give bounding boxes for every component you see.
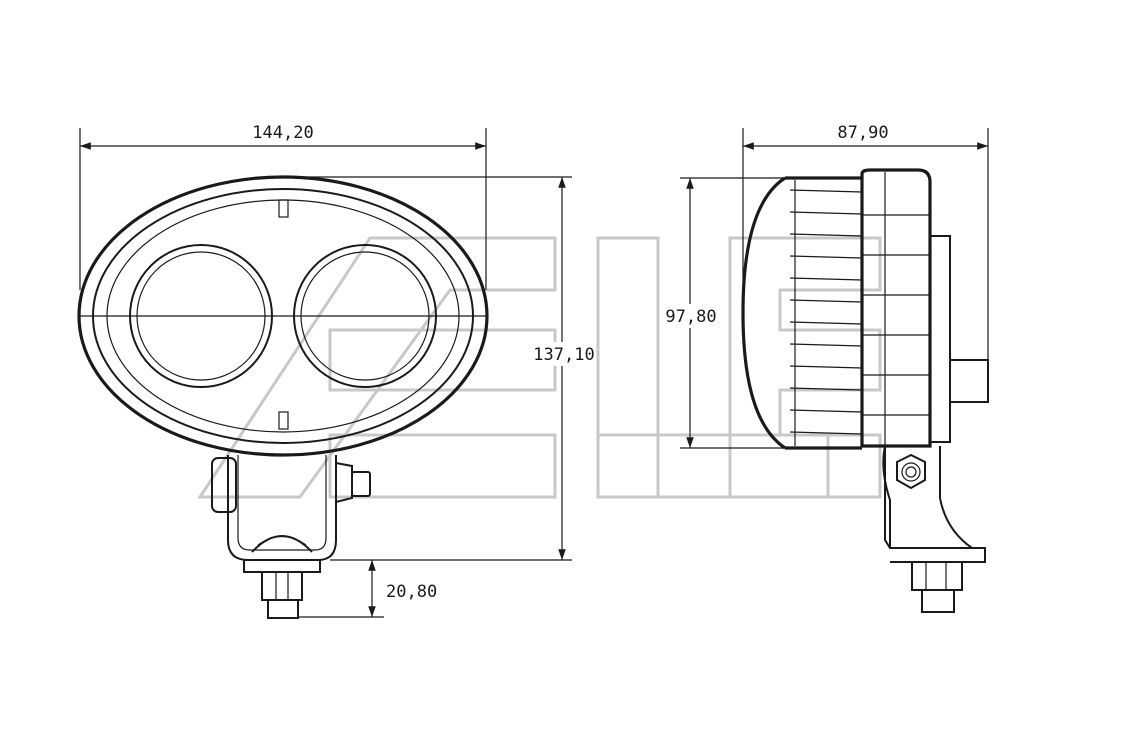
watermark-logo	[197, 236, 882, 499]
side-depth-label: 87,90	[837, 123, 888, 143]
front-width-label: 144,20	[252, 123, 313, 143]
dimension-lines	[79, 128, 989, 618]
bolt-length-label: 20,80	[386, 582, 437, 602]
cooling-fins	[789, 180, 863, 446]
side-height-label: 97,80	[665, 307, 716, 327]
front-height-label: 137,10	[533, 345, 594, 365]
front-view	[77, 175, 489, 619]
side-view	[741, 168, 989, 613]
